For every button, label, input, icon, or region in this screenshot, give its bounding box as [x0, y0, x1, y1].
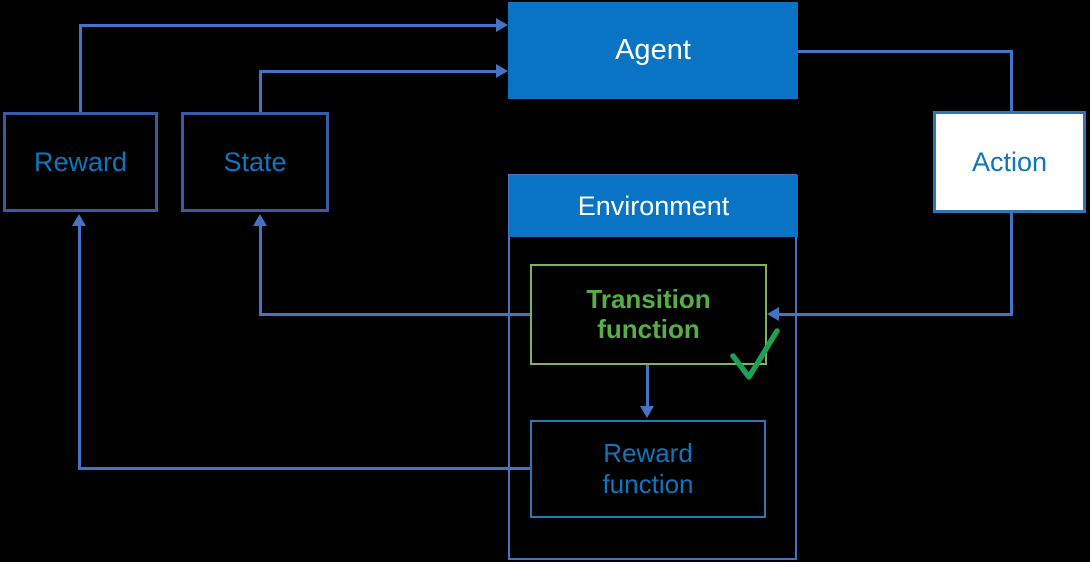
environment-header: Environment [509, 175, 798, 237]
arrowhead-into-reward-icon [72, 214, 86, 226]
arrowhead-into-rewardfn-icon [640, 406, 654, 418]
reward-node: Reward [3, 112, 158, 212]
connector-reward-to-agent-vertical [79, 24, 82, 113]
transition-function-node: Transition function [530, 264, 767, 365]
connector-state-to-agent-vertical [259, 70, 262, 114]
agent-node: Agent [508, 2, 798, 99]
arrowhead-into-transition-icon [767, 307, 779, 321]
connector-rewardfn-to-reward-vertical [78, 225, 81, 470]
action-label: Action [971, 146, 1048, 177]
environment-container: Environment [508, 174, 798, 560]
reward-function-node: Reward function [530, 420, 766, 518]
connector-action-to-transition-horizontal [778, 313, 1013, 316]
reward-function-label: Reward function [602, 437, 694, 499]
environment-label: Environment [577, 190, 730, 221]
checkmark-icon [730, 328, 780, 380]
arrowhead-into-agent-top-icon [496, 18, 508, 32]
connector-agent-to-action-horizontal [798, 50, 1013, 53]
arrowhead-into-agent-bottom-icon [496, 64, 508, 78]
state-label: State [223, 146, 287, 177]
connector-rewardfn-to-reward-horizontal [78, 467, 531, 470]
connector-transition-to-rewardfn-vertical [646, 364, 649, 408]
state-node: State [181, 112, 329, 212]
action-node: Action [933, 111, 1086, 213]
connector-reward-to-agent-horizontal [79, 24, 497, 27]
agent-label: Agent [615, 34, 691, 66]
transition-function-label: Transition function [586, 283, 711, 344]
arrowhead-into-state-icon [253, 214, 267, 226]
connector-transition-to-state-vertical [259, 225, 262, 316]
connector-state-to-agent-horizontal [259, 70, 497, 73]
connector-transition-to-state-horizontal [261, 313, 531, 316]
reward-label: Reward [33, 146, 128, 177]
